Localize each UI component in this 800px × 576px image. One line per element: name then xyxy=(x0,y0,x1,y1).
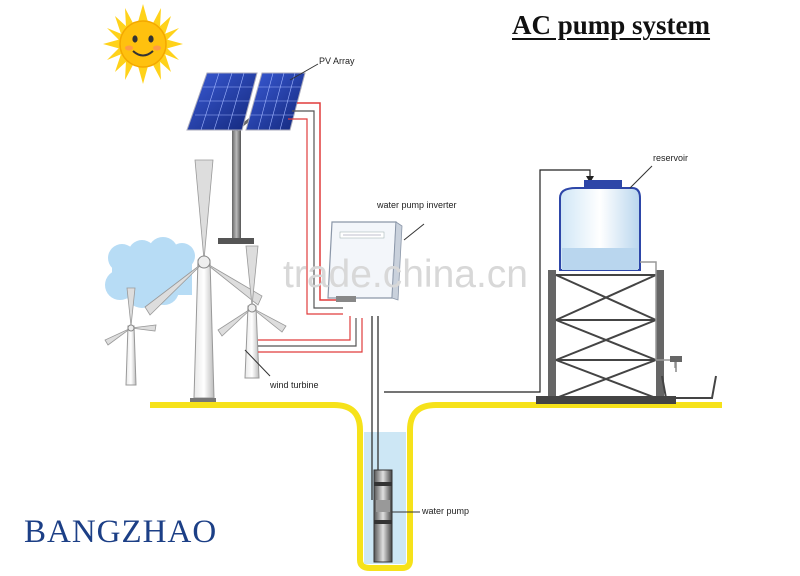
pv-array-label: PV Array xyxy=(319,56,355,66)
sun-icon xyxy=(103,4,183,84)
pipe-arrow xyxy=(586,176,594,183)
water-pump-inverter xyxy=(327,221,403,302)
inverter-pointer xyxy=(403,223,425,241)
inverter-label: water pump inverter xyxy=(377,200,457,210)
pv-array-pointer xyxy=(289,63,319,81)
wind-turbine-large xyxy=(144,159,263,404)
reservoir-tower xyxy=(536,270,676,404)
solar-panel-left xyxy=(186,72,258,131)
water-pump xyxy=(373,469,393,563)
reservoir-label: reservoir xyxy=(653,153,689,163)
ground-and-well xyxy=(150,402,722,571)
water-trough xyxy=(661,375,717,399)
pv-wires xyxy=(288,102,343,315)
reservoir-tank xyxy=(559,180,641,271)
solar-panel-right xyxy=(245,72,306,131)
water-pump-label: water pump xyxy=(422,506,470,516)
watermark: trade.china.cn xyxy=(283,253,528,296)
tap-icon xyxy=(670,356,682,372)
outlet-pipe xyxy=(640,261,676,368)
pump-pipe xyxy=(371,169,591,500)
wind-turbine-pointer xyxy=(244,349,271,377)
wind-turbine-right xyxy=(217,245,287,379)
pv-array xyxy=(186,72,306,244)
wind-wires xyxy=(258,316,363,353)
brand-logo: BANGZHAO xyxy=(24,514,218,550)
wind-turbine-small xyxy=(104,287,157,386)
cloud-icon xyxy=(105,237,195,308)
page-title: AC pump system xyxy=(512,10,711,40)
reservoir-pointer xyxy=(629,165,653,189)
wind-turbine-label: wind turbine xyxy=(270,380,319,390)
